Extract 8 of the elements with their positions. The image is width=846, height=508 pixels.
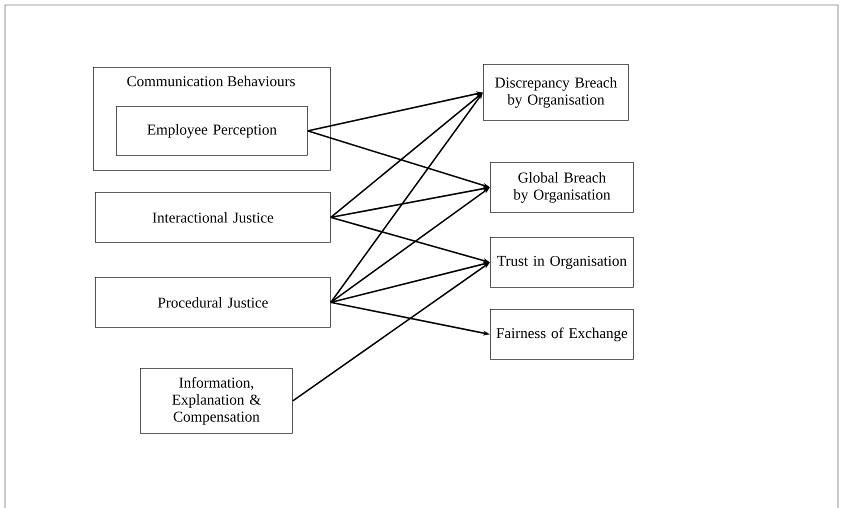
box: Discrepancy Breach by Organisation bbox=[483, 64, 629, 121]
box: Interactional Justice bbox=[95, 192, 331, 243]
box: Employee Perception bbox=[116, 106, 308, 156]
box: Trust in Organisation bbox=[490, 237, 634, 288]
box: Fairness of Exchange bbox=[490, 309, 634, 360]
box: Global Breach by Organisation bbox=[490, 162, 634, 213]
box: Procedural Justice bbox=[95, 277, 331, 328]
box: Information, Explanation & Compensation bbox=[140, 368, 293, 434]
